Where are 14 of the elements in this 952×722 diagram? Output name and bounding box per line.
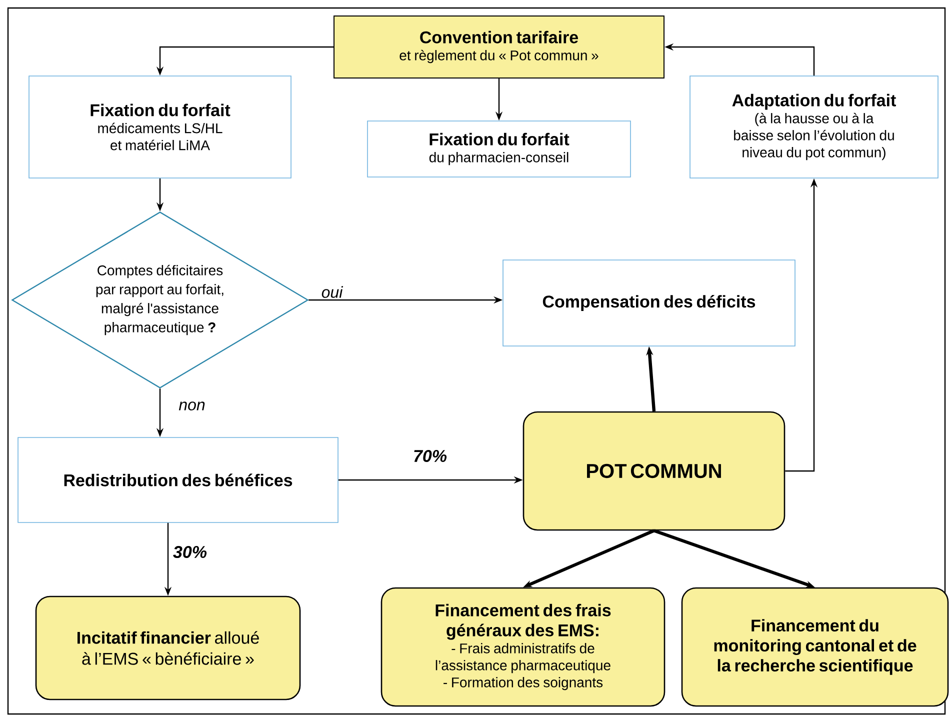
edge-label: 30% <box>172 544 208 559</box>
process-box: Fixation du forfait du pharmacien-conseil <box>367 120 631 178</box>
edge-label: oui <box>320 285 344 299</box>
outcome-box: Financement des frais généraux des EMS: - Frais administratifs de l’assistance pharmaceutique - Formation des soignants <box>380 587 666 707</box>
process-box: Fixation du forfait médicaments LS/HL et matériel LiMA <box>28 76 292 178</box>
pool-box: POT COMMUN <box>522 411 786 531</box>
process-box: Adaptation du forfait (à la hausse ou à la baisse selon l’évolution du niveau du pot commun) <box>690 76 938 178</box>
edge-label: non <box>178 400 206 412</box>
process-box: Compensation des déficits <box>502 260 796 346</box>
edge-label: 70% <box>412 448 448 464</box>
outcome-box: Incitatif financier alloué à l’EMS « bènéficiaire » <box>35 596 301 700</box>
title-box: Convention tarifaire et règlement du « Pot commun » <box>334 16 664 78</box>
outcome-box: Financement du monitoring cantonal et de la recherche scientifique <box>681 587 949 707</box>
process-box: Redistribution des bénéfices <box>18 437 338 523</box>
